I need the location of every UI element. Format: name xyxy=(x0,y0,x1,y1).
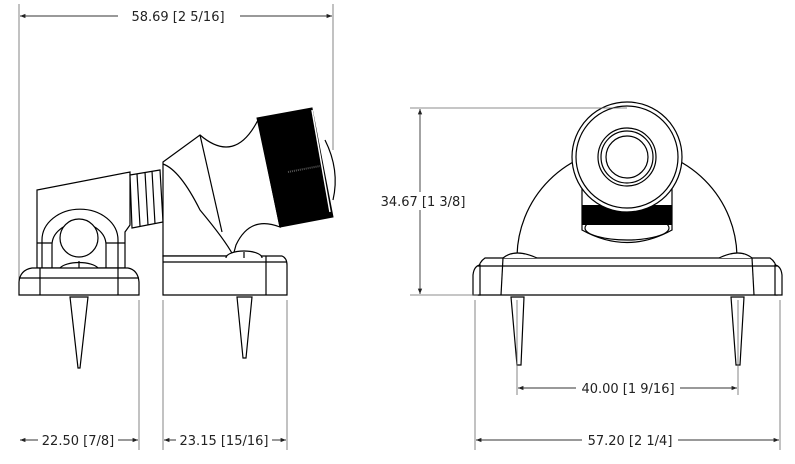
spike-spacing-dimension: 40.00 [1 9/16] xyxy=(516,300,739,397)
overall-width-dimension: 58.69 [2 5/16] xyxy=(18,4,334,290)
front-view xyxy=(472,101,783,366)
black-band xyxy=(582,205,672,225)
base-length-label: 57.20 [2 1/4] xyxy=(588,434,673,449)
side-base-width-label: 22.50 [7/8] xyxy=(42,434,114,449)
spike-spacing-label: 40.00 [1 9/16] xyxy=(581,382,674,397)
side-base-width-dimension: 22.50 [7/8] xyxy=(20,300,140,450)
black-knob xyxy=(256,107,334,228)
left-side-view xyxy=(18,169,164,369)
base-length-dimension: 57.20 [2 1/4] xyxy=(474,300,781,450)
middle-base-width-dimension: 23.15 [15/16] xyxy=(164,431,286,449)
middle-base-width-label: 23.15 [15/16] xyxy=(180,434,269,449)
height-dimension: 34.67 [1 3/8] xyxy=(376,107,627,296)
middle-side-view xyxy=(162,107,336,450)
overall-width-label: 58.69 [2 5/16] xyxy=(131,10,224,25)
height-label: 34.67 [1 3/8] xyxy=(381,195,466,210)
